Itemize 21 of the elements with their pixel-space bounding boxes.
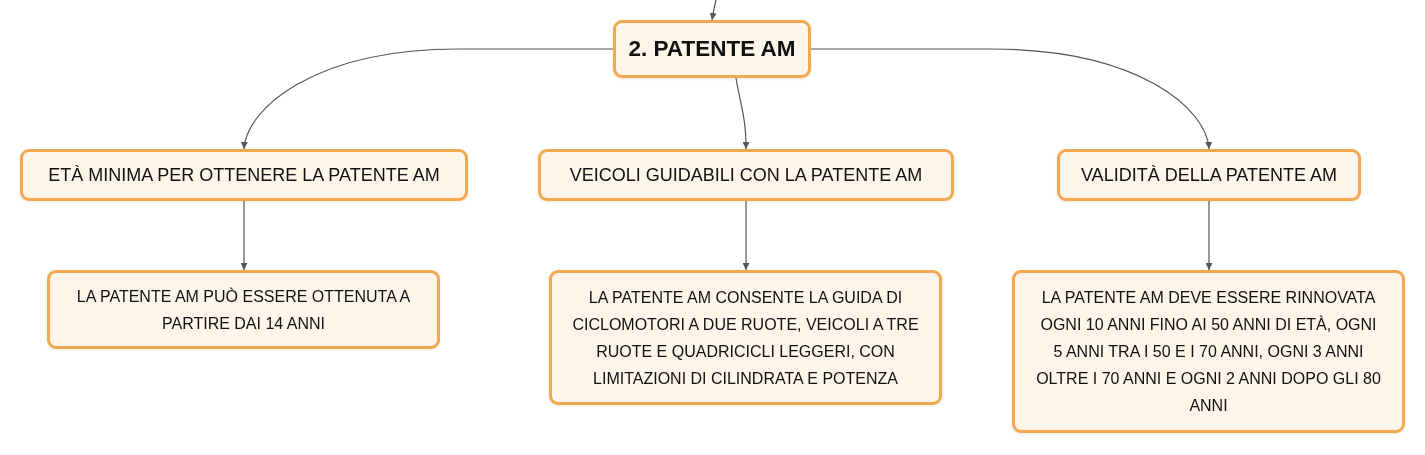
topic-box [1012, 270, 1405, 433]
topic-text: VALIDITÀ DELLA PATENTE AM [1080, 164, 1338, 187]
connector-arrow [742, 200, 750, 271]
connector-arrow [241, 48, 614, 150]
topic-box [47, 270, 440, 349]
connector-arrow [709, 0, 717, 21]
topic-box [538, 149, 954, 201]
topic-box [549, 270, 942, 405]
central-topic-text: 2. PATENTE AM [628, 35, 796, 63]
topic-text: ETÀ MINIMA PER OTTENERE LA PATENTE AM [48, 164, 440, 187]
connector-arrow [810, 48, 1212, 150]
connector-arrow [735, 77, 750, 150]
connector-arrow [1205, 200, 1213, 271]
topic-text: LA PATENTE AM DEVE ESSERE RINNOVATA OGNI 10 ANNI FINO AI 50 ANNI DI ETÀ, OGNI 5 ANNI TRA I 50 E I 70 ANNI, OGNI 3 ANNI OLTRE I 70 ANNI E OGNI 2 ANNI DOPO GLI 80 ANNI [1036, 288, 1381, 416]
topic-box [20, 149, 468, 201]
topic-box [613, 20, 811, 78]
topic-text: LA PATENTE AM PUÒ ESSERE OTTENUTA A PARTIRE DAI 14 ANNI [75, 286, 412, 334]
topic-text: VEICOLI GUIDABILI CON LA PATENTE AM [569, 164, 923, 187]
connector-arrow [240, 200, 248, 271]
topic-box [1057, 149, 1361, 201]
topic-text: LA PATENTE AM CONSENTE LA GUIDA DI CICLOMOTORI A DUE RUOTE, VEICOLI A TRE RUOTE E QUADRICICLI LEGGERI, CON LIMITAZIONI DI CILINDRATA E POTENZA [571, 287, 920, 389]
